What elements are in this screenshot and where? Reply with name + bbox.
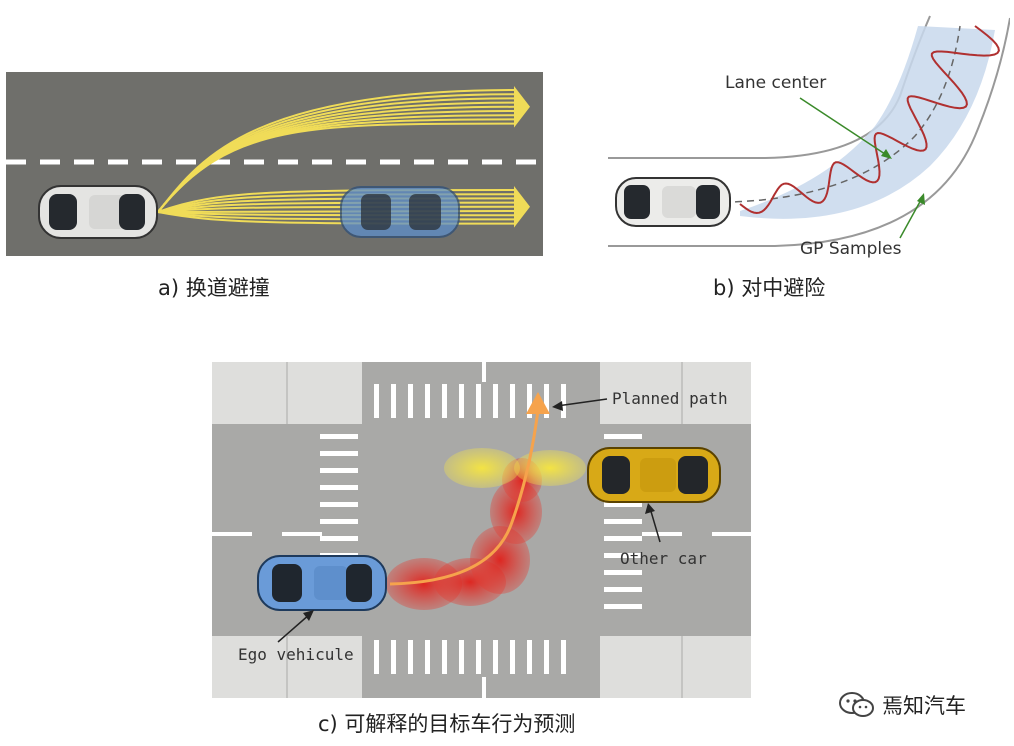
zebra-stripe [527,640,532,674]
zebra-stripe [320,485,358,490]
caption-b: b) 对中避险 [713,272,825,302]
panel-b-gp-centering-diagram: Lane center GP Samples [600,6,1010,268]
label-planned-path: Planned path [612,389,728,408]
blue-obstacle-car [341,187,459,237]
watermark-text: 焉知汽车 [882,690,966,720]
label-ego-vehicle: Ego vehicule [238,645,354,664]
ego-car-a [39,186,157,238]
zebra-stripe [561,384,566,418]
panel-c-intersection-prediction: Planned path Other car Ego vehicule [212,362,751,698]
zebra-stripe [391,640,396,674]
gp-samples-pointer-head [917,193,925,205]
zebra-stripe [604,570,642,575]
uncertainty-yellow-1 [444,448,520,488]
label-lane-center: Lane center [725,73,826,93]
zebra-stripe [493,384,498,418]
zebra-stripe [510,384,515,418]
zebra-stripe [320,502,358,507]
zebra-stripe [320,536,358,541]
label-gp-samples: GP Samples [800,239,902,259]
zebra-stripe [320,519,358,524]
zebra-stripe [604,536,642,541]
zebra-stripe [604,587,642,592]
zebra-stripe [320,434,358,439]
label-other-car: Other car [620,549,707,568]
zebra-stripe [510,640,515,674]
zebra-stripe [408,640,413,674]
zebra-stripe [320,468,358,473]
zebra-stripe [604,519,642,524]
zebra-stripe [561,640,566,674]
wechat-icon [838,690,876,720]
gp-samples-pointer [900,198,922,238]
watermark: 焉知汽车 [838,690,966,720]
zebra-stripe [374,384,379,418]
trajectory-curve [158,211,516,212]
zebra-stripe [374,640,379,674]
ego-car-b [616,178,730,226]
zebra-stripe [604,604,642,609]
zebra-stripe [391,384,396,418]
zebra-stripe [493,640,498,674]
zebra-stripe [442,640,447,674]
ego-vehicle-car [258,556,386,610]
other-car [588,448,720,502]
zebra-stripe [544,640,549,674]
zebra-stripe [425,640,430,674]
panel-a-lane-change-diagram [6,72,543,256]
caption-c: c) 可解释的目标车行为预测 [318,708,575,738]
zebra-stripe [459,384,464,418]
zebra-stripe [320,451,358,456]
zebra-stripe [425,384,430,418]
zebra-stripe [476,640,481,674]
zebra-stripe [476,384,481,418]
zebra-stripe [459,640,464,674]
zebra-stripe [604,434,642,439]
zebra-stripe [408,384,413,418]
caption-a: a) 换道避撞 [158,272,270,302]
zebra-stripe [442,384,447,418]
